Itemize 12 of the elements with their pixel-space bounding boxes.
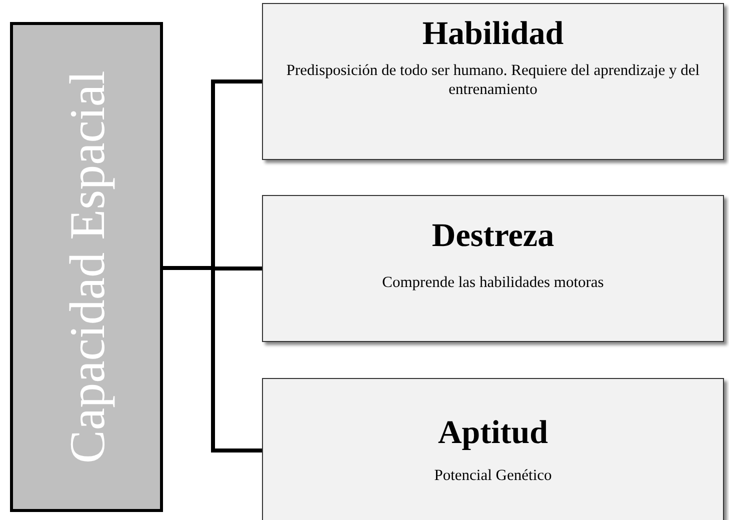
- box-description: Comprende las habilidades motoras: [381, 273, 605, 292]
- concept-box: [262, 3, 724, 160]
- box-heading: Habilidad: [421, 16, 565, 53]
- concept-box: [262, 378, 724, 520]
- concept-box: [262, 195, 724, 342]
- box-description: Potencial Genético: [433, 466, 553, 485]
- box-heading: Destreza: [430, 218, 556, 255]
- category-box: [10, 22, 163, 512]
- box-heading: Aptitud: [436, 415, 550, 452]
- vertical-title: Capacidad Espacial: [60, 70, 114, 466]
- connector-line: [163, 266, 262, 452]
- box-description: Predisposición de todo ser humano. Requiere del aprendizaje y del entrenamiento: [285, 61, 701, 99]
